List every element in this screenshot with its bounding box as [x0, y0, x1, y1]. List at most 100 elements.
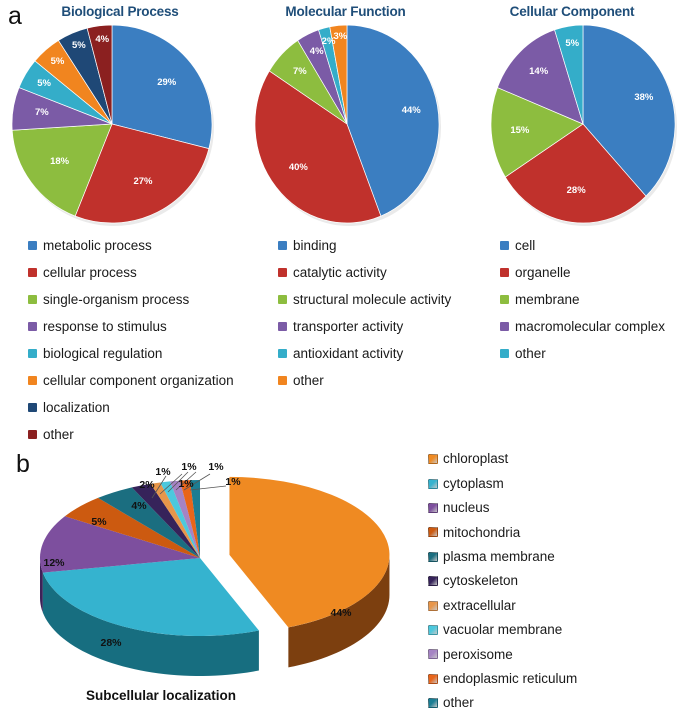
chart-title-cellular-component: Cellular Component	[509, 4, 635, 19]
legend-item: vacuolar membrane	[428, 618, 577, 642]
pie-slice	[229, 476, 390, 628]
legend-item-label: other	[43, 426, 74, 442]
pie-slice-percent-label: 5%	[565, 37, 580, 49]
pie-slice-percent-label: 28%	[566, 184, 586, 196]
legend-item: nucleus	[428, 496, 577, 520]
legend-item-label: cell	[515, 237, 536, 253]
pie-slice	[170, 480, 200, 558]
legend-item-label: metabolic process	[43, 237, 152, 253]
pie-slice-percent-label: 2%	[139, 479, 155, 491]
pie-slice	[254, 70, 382, 224]
pie-slice	[11, 123, 113, 217]
legend-swatch-icon	[500, 268, 509, 277]
legend-item-label: peroxisome	[443, 646, 513, 662]
legend-item: antioxidant activity	[278, 340, 451, 367]
legend-item: plasma membrane	[428, 545, 577, 569]
legend-swatch-icon	[278, 376, 287, 385]
pie-slice-percent-label: 29%	[157, 76, 177, 88]
legend-item: catalytic activity	[278, 259, 451, 286]
legend-swatch-icon	[428, 649, 438, 660]
pie-slice	[98, 487, 200, 558]
pie-slice-percent-label: 5%	[50, 55, 65, 67]
pie-slice	[490, 87, 584, 178]
pie-slice	[74, 123, 210, 224]
legend-swatch-icon	[428, 698, 438, 709]
pie-slice-percent-label: 5%	[37, 77, 51, 89]
legend-item: chloroplast	[428, 447, 577, 471]
pie-slice	[40, 516, 200, 573]
legend-swatch-icon	[428, 454, 438, 465]
chart-title-biological-process: Biological Process	[61, 4, 179, 19]
legend-item: cellular process	[28, 259, 234, 286]
legend-item-label: plasma membrane	[443, 549, 555, 564]
chart-title-molecular-function: Molecular Function	[285, 4, 406, 19]
legend-swatch-icon	[500, 295, 509, 304]
legend-swatch-icon	[428, 527, 438, 538]
legend-swatch-icon	[28, 295, 37, 304]
pie-slice-percent-label: 28%	[100, 637, 122, 649]
pie-chart-biological-process: 29%27%18%7%5%5%5%4%	[5, 22, 220, 227]
pie-slice	[64, 497, 200, 558]
pie-slice-percent-label: 1%	[225, 476, 241, 488]
pie-slice-percent-label: 5%	[71, 39, 86, 51]
legend-item-label: catalytic activity	[293, 264, 387, 280]
pie-slice-percent-label: 44%	[401, 105, 421, 116]
legend-item: endoplasmic reticulum	[428, 667, 577, 691]
legend-item-label: transporter activity	[293, 318, 404, 334]
pie-slice-percent-label: 4%	[309, 46, 324, 58]
legend-item-label: endoplasmic reticulum	[443, 670, 578, 686]
legend-item-label: cytoskeleton	[443, 573, 519, 589]
legend-item-label: cytoplasm	[443, 475, 504, 491]
legend-swatch-icon	[500, 322, 509, 331]
pie-slice	[189, 480, 200, 558]
legend-item: structural molecule activity	[278, 286, 451, 313]
panel-label-a: a	[8, 2, 22, 30]
legend-item-label: biological regulation	[43, 345, 163, 361]
legend-item: other	[500, 340, 665, 367]
pie-slice	[42, 558, 259, 636]
pie-slice-percent-label: 15%	[510, 124, 530, 136]
legend-item: response to stimulus	[28, 313, 234, 340]
legend-swatch-icon	[278, 322, 287, 331]
panel-b-caption: Subcellular localization	[86, 688, 237, 703]
pie-slice-percent-label: 12%	[43, 557, 65, 569]
legend-item-label: mitochondria	[443, 524, 521, 540]
legend-molecular-function: binding catalytic activity structural mole…	[278, 232, 451, 394]
pie-slice	[504, 123, 647, 224]
legend-swatch-icon	[428, 600, 438, 611]
legend-item: localization	[28, 394, 234, 421]
legend-swatch-icon	[428, 502, 438, 513]
pie-slice-percent-label: 1%	[208, 461, 224, 473]
legend-item-label: other	[293, 372, 324, 388]
pie-slice-percent-label: 44%	[330, 607, 352, 619]
pie-slice-percent-label: 1%	[181, 461, 197, 473]
legend-item: cell	[500, 232, 665, 259]
legend-swatch-icon	[500, 241, 509, 250]
legend-item: membrane	[500, 286, 665, 313]
legend-item: cytoplasm	[428, 471, 577, 495]
pie-slice-side	[288, 554, 390, 668]
pie-slice-side	[42, 572, 259, 676]
pie-slice-percent-label: 14%	[529, 66, 549, 78]
legend-item-label: chloroplast	[443, 451, 509, 467]
pie-chart-molecular-function: 44%40%7%4%2%3%	[252, 22, 442, 227]
legend-item-label: structural molecule activity	[293, 291, 452, 307]
legend-swatch-icon	[428, 551, 438, 562]
pie-slice-percent-label: 18%	[50, 156, 70, 168]
pie-slice-percent-label: 38%	[634, 92, 654, 104]
legend-item: macromolecular complex	[500, 313, 665, 340]
pie-slice	[86, 24, 113, 125]
legend-item: other	[28, 421, 234, 448]
pie-chart-cellular-component: 38% 28% 15% 14% 5%	[488, 22, 678, 227]
legend-item-label: antioxidant activity	[293, 345, 404, 361]
legend-item: metabolic process	[28, 232, 234, 259]
legend-item-label: binding	[293, 237, 337, 253]
legend-swatch-icon	[278, 349, 287, 358]
pie-slice	[329, 24, 348, 125]
pie-slice	[554, 24, 584, 125]
legend-item-label: membrane	[515, 291, 580, 307]
legend-swatch-icon	[28, 241, 37, 250]
legend-swatch-icon	[28, 268, 37, 277]
pie-slice-percent-label: 5%	[91, 516, 107, 528]
